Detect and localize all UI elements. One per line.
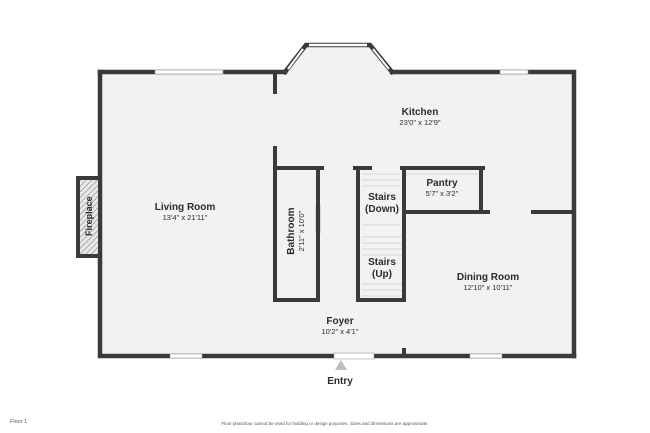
- room-name: Fireplace: [83, 196, 94, 236]
- stairs-up-label: Stairs (Up): [360, 257, 404, 280]
- room-dimensions: 13'4" x 21'11": [162, 212, 208, 222]
- window-bottom-left: [169, 353, 203, 359]
- room-dimensions: 12'10" x 10'11": [463, 282, 513, 292]
- pantry-label: Pantry 5'7" x 3'2": [410, 178, 474, 198]
- entry-text: Entry: [327, 376, 353, 387]
- room-name: Foyer: [326, 316, 354, 327]
- room-name: Bathroom: [285, 207, 297, 255]
- room-dimensions: 10'2" x 4'1": [321, 326, 359, 336]
- interior-walls: [273, 70, 576, 358]
- window-bottom-right: [469, 353, 503, 359]
- dining-room-label: Dining Room 12'10" x 10'11": [438, 272, 538, 292]
- room-name: Stairs (Up): [368, 257, 396, 280]
- disclaimer-text: Floor plans/tour cannot be used for buil…: [221, 421, 429, 426]
- floor-label: Floor 1: [10, 419, 28, 425]
- kitchen-label: Kitchen 23'0" x 12'9": [370, 107, 470, 127]
- foyer-label: Foyer 10'2" x 4'1": [300, 316, 380, 336]
- room-name: Kitchen: [401, 107, 439, 118]
- fireplace: [76, 176, 102, 258]
- stairs-up: [362, 236, 402, 297]
- room-dimensions: 2'11" x 10'0": [296, 210, 306, 252]
- room-dimensions: 23'0" x 12'9": [399, 117, 441, 127]
- room-name: Stairs (Down): [365, 192, 399, 215]
- entry-door: [333, 352, 375, 360]
- entry-arrow-icon: [335, 360, 347, 370]
- room-name: Pantry: [426, 178, 458, 189]
- bathroom-label: Bathroom 2'11" x 10'0": [286, 191, 306, 271]
- bay-windows: [287, 44, 390, 70]
- bay-window-frames: [309, 43, 367, 47]
- room-name: Dining Room: [456, 272, 520, 283]
- room-name: Living Room: [154, 202, 216, 213]
- stairs-down: [362, 173, 400, 226]
- room-dimensions: 5'7" x 3'2": [425, 188, 459, 198]
- living-room-label: Living Room 13'4" x 21'11": [135, 202, 235, 222]
- fireplace-label: Fireplace: [84, 186, 94, 246]
- window-top-left: [154, 69, 224, 75]
- entry-label: Entry: [310, 376, 370, 388]
- floor-area: [100, 45, 574, 356]
- stairs-down-label: Stairs (Down): [360, 192, 404, 215]
- window-top-right: [499, 69, 529, 75]
